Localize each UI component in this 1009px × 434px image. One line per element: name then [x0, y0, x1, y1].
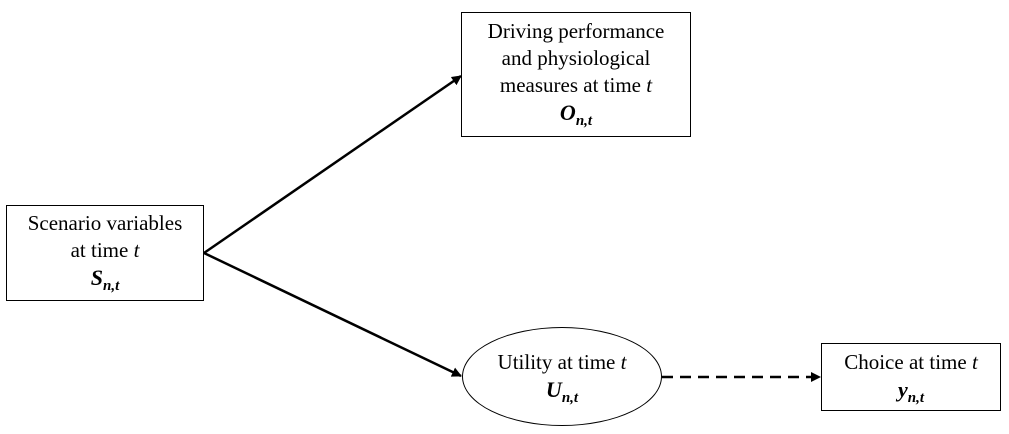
scenario-symbol-letter: S — [90, 265, 103, 290]
observed-label-line3: measures at time t — [462, 72, 690, 99]
observed-label-line2: and physiological — [501, 46, 651, 70]
observed-measures-box: Driving performance and physiological me… — [461, 12, 691, 137]
choice-symbol: yn,t — [822, 376, 1000, 412]
choice-label-line1: Choice at time t — [822, 349, 1000, 376]
observed-label-line1: Driving performance — [487, 19, 665, 43]
utility-ellipse: Utility at time t Un,t — [462, 327, 662, 426]
scenario-label-line2: at time t — [7, 237, 203, 264]
utility-symbol-subscript: n,t — [561, 390, 579, 406]
choice-box: Choice at time t yn,t — [821, 343, 1001, 411]
choice-time-text: Choice at time — [844, 350, 972, 374]
observed-symbol: On,t — [462, 99, 690, 135]
observed-symbol-letter: O — [559, 100, 576, 125]
utility-label-line1: Utility at time t — [463, 349, 661, 376]
utility-time-text: Utility at time — [497, 350, 621, 374]
scenario-label-line1: Scenario variables — [27, 211, 183, 235]
arrow-scenario-to-observed — [203, 74, 462, 255]
scenario-variables-box: Scenario variables at time t Sn,t — [6, 205, 204, 301]
scenario-symbol: Sn,t — [7, 264, 203, 300]
observed-time-text: measures at time — [499, 73, 647, 97]
scenario-time-var: t — [133, 238, 140, 262]
observed-time-var: t — [646, 73, 653, 97]
choice-symbol-subscript: n,t — [907, 390, 925, 406]
arrow-scenario-to-utility — [203, 251, 462, 378]
scenario-symbol-subscript: n,t — [102, 278, 120, 294]
choice-symbol-letter: y — [897, 377, 908, 402]
observed-symbol-subscript: n,t — [575, 113, 593, 129]
scenario-time-text: at time — [70, 238, 134, 262]
utility-symbol-letter: U — [545, 377, 562, 402]
utility-symbol: Un,t — [463, 376, 661, 412]
choice-time-var: t — [971, 350, 978, 374]
utility-time-var: t — [620, 350, 627, 374]
